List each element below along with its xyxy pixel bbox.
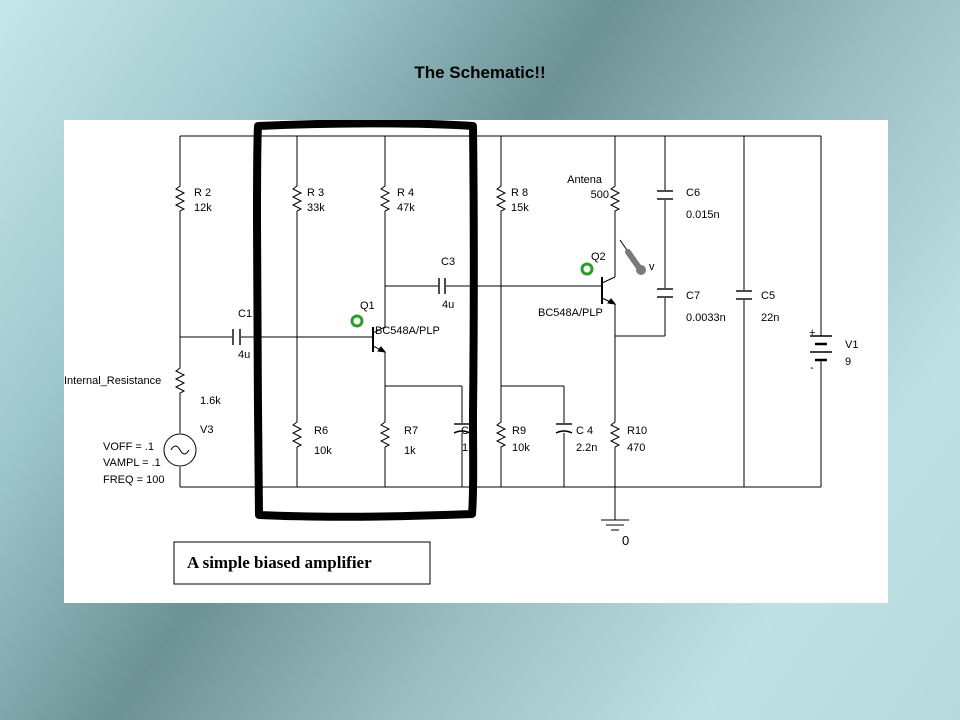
r4-value: 47k	[397, 202, 415, 214]
q2-model: BC548A/PLP	[538, 307, 603, 319]
r3-name: R 3	[307, 187, 324, 199]
r6-name: R6	[314, 425, 328, 437]
c-hidden-name: C	[461, 425, 469, 437]
v1-name: V1	[845, 339, 858, 351]
component-labels: R 2 12k R 3 33k R 4 47k R 8 15k Antena 5…	[64, 174, 858, 486]
v1-plus-label: +	[809, 327, 815, 339]
v1-value: 9	[845, 356, 851, 368]
antena-resistor	[610, 181, 620, 215]
r9-value: 10k	[512, 442, 530, 454]
ground-symbol	[601, 519, 629, 531]
c-hidden-capacitor	[453, 423, 471, 434]
c-hidden-value: 1 u	[462, 442, 477, 454]
r10-value: 470	[627, 442, 645, 454]
r7-name: R7	[404, 425, 418, 437]
probe-label: v	[649, 261, 655, 273]
schematic-panel: v + - 0 R 2 12k R 3 33k R 4 47k R 8 15k …	[64, 120, 888, 603]
r8-resistor	[496, 181, 506, 215]
schematic-diagram: v + - 0 R 2 12k R 3 33k R 4 47k R 8 15k …	[64, 120, 858, 585]
c3-value: 4u	[442, 299, 454, 311]
q2-transistor	[601, 276, 617, 305]
r6-resistor	[292, 417, 302, 451]
q1-probe-marker	[350, 314, 364, 328]
r2-value: 12k	[194, 202, 212, 214]
r9-name: R9	[512, 425, 526, 437]
c1-value: 4u	[238, 349, 250, 361]
v3-name: V3	[200, 424, 213, 436]
c7-name: C7	[686, 290, 700, 302]
r3-value: 33k	[307, 202, 325, 214]
wires	[179, 135, 822, 520]
c1-capacitor	[232, 329, 241, 345]
highlight-box	[253, 120, 478, 521]
r2-resistor	[175, 181, 185, 215]
internal-resistance-value: 1.6k	[200, 395, 221, 407]
v1-battery	[810, 335, 832, 367]
r7-value: 1k	[404, 445, 416, 457]
v3-vampl: VAMPL = .1	[103, 457, 161, 469]
v3-ac-source	[163, 433, 197, 467]
internal-resistance-name: Internal_Resistance	[64, 375, 161, 387]
v3-voff: VOFF = .1	[103, 441, 154, 453]
c6-value: 0.015n	[686, 209, 720, 221]
c4-name: C 4	[576, 425, 593, 437]
voltage-probe-icon	[619, 239, 646, 275]
q1-model: BC548A/PLP	[375, 325, 440, 337]
c4-capacitor	[555, 423, 573, 434]
c5-name: C5	[761, 290, 775, 302]
r10-name: R10	[627, 425, 647, 437]
c6-name: C6	[686, 187, 700, 199]
c7-value: 0.0033n	[686, 312, 726, 324]
c6-capacitor	[657, 190, 673, 200]
antena-name: Antena	[567, 174, 603, 186]
r9-resistor	[496, 417, 506, 451]
r8-value: 15k	[511, 202, 529, 214]
r3-resistor	[292, 181, 302, 215]
r4-resistor	[380, 181, 390, 215]
c5-capacitor	[736, 290, 752, 300]
r7-resistor	[380, 417, 390, 451]
c5-value: 22n	[761, 312, 779, 324]
r6-value: 10k	[314, 445, 332, 457]
antena-value: 500	[591, 189, 609, 201]
c4-value: 2.2n	[576, 442, 597, 454]
r4-name: R 4	[397, 187, 414, 199]
r2-name: R 2	[194, 187, 211, 199]
r10-resistor	[610, 417, 620, 451]
q2-probe-marker	[580, 262, 594, 276]
capacitors	[232, 190, 752, 434]
v1-minus-label: -	[810, 362, 814, 374]
q1-name: Q1	[360, 300, 375, 312]
caption-box: A simple biased amplifier	[173, 541, 431, 585]
v3-freq: FREQ = 100	[103, 474, 164, 486]
q2-name: Q2	[591, 251, 606, 263]
q1-transistor	[372, 326, 387, 353]
slide-title: The Schematic!!	[414, 63, 546, 82]
c3-capacitor	[438, 278, 446, 294]
ground-label: 0	[622, 533, 629, 548]
c3-name: C3	[441, 256, 455, 268]
internal-resistance-resistor	[175, 363, 185, 397]
c1-name: C1	[238, 308, 252, 320]
c7-capacitor	[657, 288, 673, 298]
caption-text: A simple biased amplifier	[187, 553, 372, 572]
r8-name: R 8	[511, 187, 528, 199]
